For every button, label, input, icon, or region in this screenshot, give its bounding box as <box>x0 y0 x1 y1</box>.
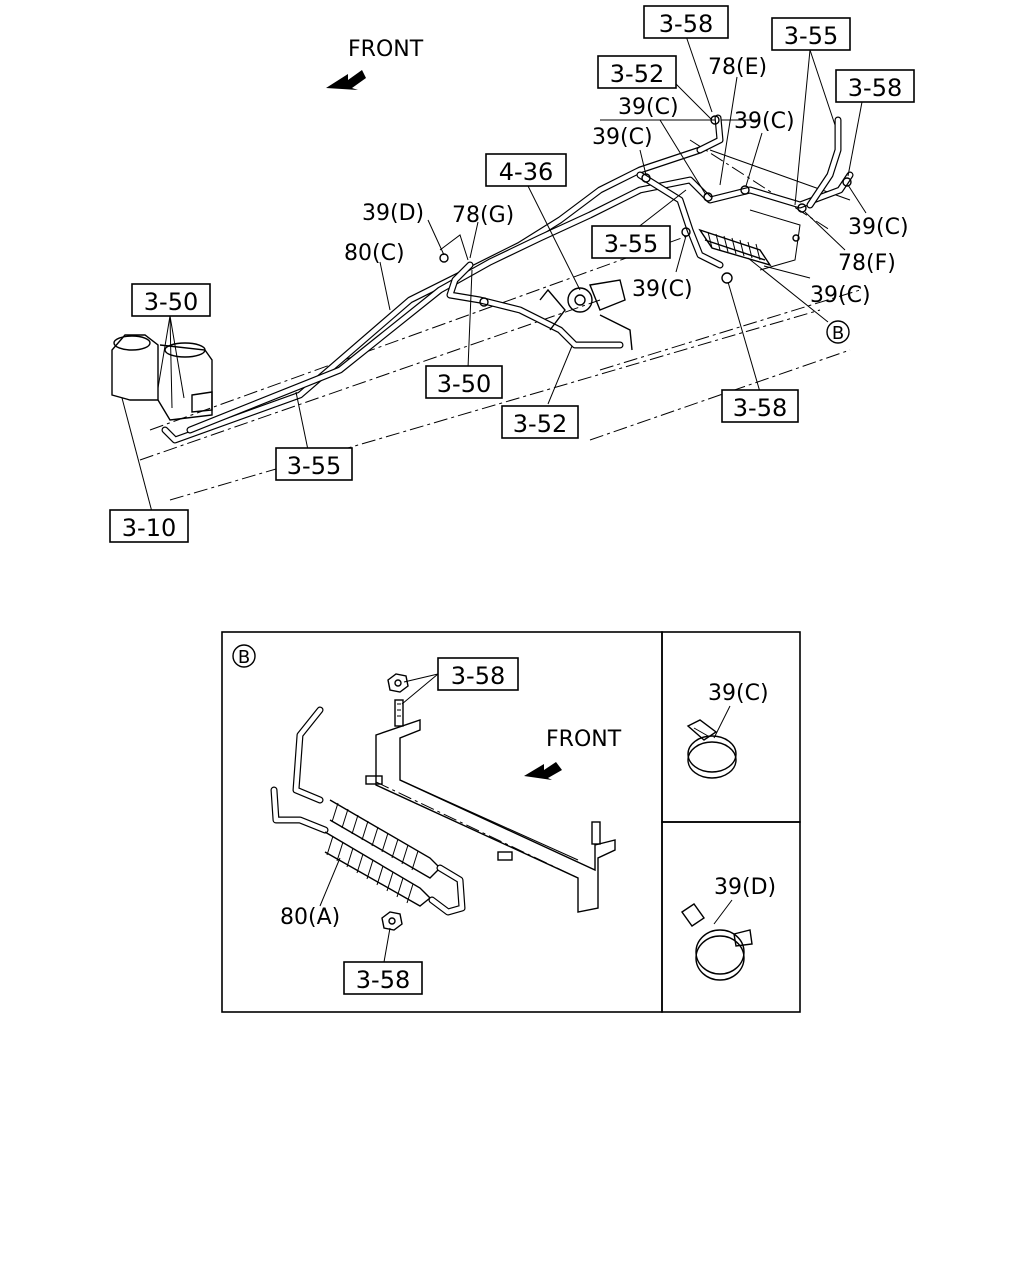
svg-text:3-50: 3-50 <box>144 288 198 316</box>
cooler-bracket <box>365 699 616 913</box>
callout-3-58-right: 3-58 <box>835 69 915 103</box>
callout-3-55-top: 3-55 <box>771 17 851 51</box>
svg-text:3-58: 3-58 <box>451 662 505 690</box>
svg-text:3-55: 3-55 <box>784 22 838 50</box>
label-39c-f: 39(C) <box>810 283 871 308</box>
svg-text:3-58: 3-58 <box>733 394 787 422</box>
oil-cooler <box>698 209 801 271</box>
callout-3-10: 3-10 <box>109 509 189 543</box>
power-steering-pump <box>539 279 633 351</box>
callout-3-52-top: 3-52 <box>597 55 677 89</box>
callout-3-52-bottom: 3-52 <box>501 405 579 439</box>
nut-bottom <box>381 911 403 931</box>
svg-text:3-50: 3-50 <box>437 370 491 398</box>
main-view: FRONT <box>109 5 915 543</box>
detail-b-marker: B <box>826 320 850 344</box>
detail-front-arrow-icon <box>524 762 562 780</box>
label-78e: 78(E) <box>708 55 767 80</box>
svg-text:3-55: 3-55 <box>287 452 341 480</box>
label-78g: 78(G) <box>452 203 514 228</box>
detail-leader-lines <box>319 673 439 963</box>
detail-front-label: FRONT <box>546 727 622 752</box>
callout-3-55-bottom: 3-55 <box>275 447 353 481</box>
label-78f: 78(F) <box>838 251 896 276</box>
svg-text:3-58: 3-58 <box>848 74 902 102</box>
svg-text:3-52: 3-52 <box>513 410 567 438</box>
label-39c-d: 39(C) <box>848 215 909 240</box>
label-80c: 80(C) <box>344 241 405 266</box>
clamp-c-label: 39(C) <box>708 681 769 706</box>
label-39c-a: 39(C) <box>618 95 679 120</box>
front-arrow-icon <box>326 70 366 90</box>
svg-text:3-58: 3-58 <box>356 966 410 994</box>
detail-callout-3-58-top: 3-58 <box>437 657 519 691</box>
label-39c-e: 39(C) <box>632 277 693 302</box>
reservoir-tank <box>111 334 213 421</box>
nut-top <box>387 673 409 693</box>
clamp-c-panel: 39(C) <box>686 681 769 779</box>
svg-text:3-55: 3-55 <box>604 230 658 258</box>
label-39d: 39(D) <box>362 201 424 226</box>
svg-text:3-58: 3-58 <box>659 10 713 38</box>
svg-text:B: B <box>832 323 844 344</box>
svg-text:4-36: 4-36 <box>499 158 553 186</box>
svg-text:3-10: 3-10 <box>122 514 176 542</box>
clamp-d-label: 39(D) <box>714 875 776 900</box>
callout-3-50-mid: 3-50 <box>425 365 503 399</box>
detail-callout-3-58-bottom: 3-58 <box>343 961 423 995</box>
front-label: FRONT <box>348 37 424 62</box>
oil-cooler-detail <box>270 706 466 916</box>
label-39c-b: 39(C) <box>734 109 795 134</box>
detail-label-80a: 80(A) <box>280 905 340 930</box>
detail-b-panel: B FRONT <box>221 631 801 1013</box>
callout-3-58-bottom: 3-58 <box>721 389 799 423</box>
callout-3-50-left: 3-50 <box>131 283 211 317</box>
callout-3-58-top: 3-58 <box>643 5 729 39</box>
svg-text:3-52: 3-52 <box>610 60 664 88</box>
label-39c-c: 39(C) <box>592 125 653 150</box>
small-fittings <box>439 115 852 307</box>
callout-3-55-mid: 3-55 <box>591 225 671 259</box>
svg-text:B: B <box>238 647 250 668</box>
callout-4-36: 4-36 <box>485 153 567 187</box>
leader-lines <box>121 35 867 513</box>
detail-b-title: B <box>232 644 256 668</box>
clamp-d-panel: 39(D) <box>681 875 776 981</box>
